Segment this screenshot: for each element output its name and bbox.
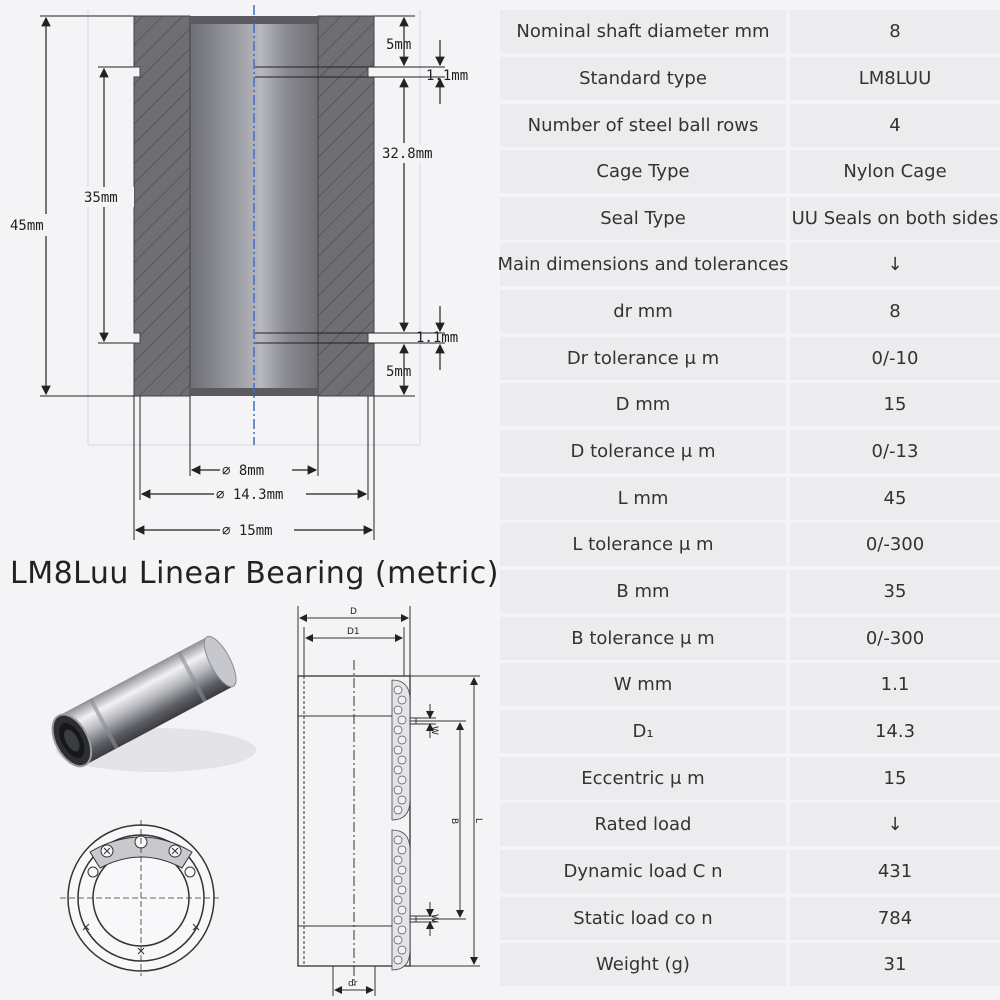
bearing-photo [51, 635, 256, 772]
spec-label: W mm [500, 663, 786, 706]
spec-label: Eccentric μ m [500, 757, 786, 800]
spec-value: 14.3 [790, 710, 1000, 753]
dim-phi-14.3: ⌀ 14.3mm [216, 487, 283, 503]
dim-phi-15: ⌀ 15mm [222, 523, 273, 539]
product-title: LM8Luu Linear Bearing (metric) [10, 556, 499, 591]
bearing-drawing: 45mm 35mm 5mm 1.1mm 32.8mm 1.1mm 5mm ⌀ 8… [8, 5, 483, 996]
spec-value: 784 [790, 897, 1000, 940]
spec-label: dr mm [500, 290, 786, 333]
label-B: B [449, 818, 459, 824]
spec-value: 0/-13 [790, 430, 1000, 473]
label-L: L [473, 818, 483, 823]
spec-value: UU Seals on both sides [790, 197, 1000, 240]
spec-label: Static load co n [500, 897, 786, 940]
label-D: D [350, 607, 357, 617]
dim-5-bottom: 5mm [386, 364, 411, 380]
label-dr: dr [348, 979, 358, 989]
spec-label: L tolerance μ m [500, 523, 786, 566]
spec-value: 31 [790, 943, 1000, 986]
spec-row: Weight (g)31 [500, 943, 1000, 986]
spec-value: 15 [790, 757, 1000, 800]
grid-frame [87, 10, 421, 446]
spec-value: 45 [790, 477, 1000, 520]
spec-label: Nominal shaft diameter mm [500, 10, 786, 53]
spec-value: 0/-10 [790, 337, 1000, 380]
dim-1.1-top: 1.1mm [426, 68, 468, 84]
spec-label: Rated load [500, 803, 786, 846]
spec-row: Rated load↓ [500, 803, 1000, 846]
dim-45: 45mm [10, 218, 44, 234]
bearing-section [133, 5, 375, 445]
spec-value: 1.1 [790, 663, 1000, 706]
dim-phi-8: ⌀ 8mm [222, 463, 264, 479]
ball-row [393, 685, 407, 965]
spec-label: D tolerance μ m [500, 430, 786, 473]
spec-label: D mm [500, 383, 786, 426]
spec-value: 0/-300 [790, 523, 1000, 566]
spec-value: 15 [790, 383, 1000, 426]
label-W-bottom: W [429, 914, 439, 923]
dim-35: 35mm [84, 190, 118, 206]
spec-value: 8 [790, 10, 1000, 53]
spec-value: 431 [790, 850, 1000, 893]
spec-label: Dynamic load C n [500, 850, 786, 893]
spec-value: ↓ [790, 803, 1000, 846]
bearing-end-view [60, 820, 222, 976]
spec-label: B mm [500, 570, 786, 613]
spec-label: Weight (g) [500, 943, 786, 986]
spec-label: Number of steel ball rows [500, 104, 786, 147]
technical-drawing [297, 606, 480, 996]
spec-row: Main dimensions and tolerances↓ [498, 243, 1000, 286]
spec-label: L mm [500, 477, 786, 520]
label-W-top: W [429, 726, 439, 735]
spec-value: Nylon Cage [790, 150, 1000, 193]
spec-value: ↓ [790, 243, 1000, 286]
spec-value: 0/-300 [790, 617, 1000, 660]
spec-value: 35 [790, 570, 1000, 613]
spec-label: Seal Type [500, 197, 786, 240]
spec-label: Standard type [500, 57, 786, 100]
spec-value: 8 [790, 290, 1000, 333]
spec-value: LM8LUU [790, 57, 1000, 100]
spec-label: Dr tolerance μ m [500, 337, 786, 380]
dim-5-top: 5mm [386, 37, 411, 53]
spec-label: B tolerance μ m [500, 617, 786, 660]
spec-label: Cage Type [500, 150, 786, 193]
spec-value: 4 [790, 104, 1000, 147]
spec-label: Main dimensions and tolerances [498, 243, 788, 286]
dim-1.1-bottom: 1.1mm [416, 330, 458, 346]
label-D1: D1 [347, 627, 360, 637]
dim-32.8: 32.8mm [382, 146, 433, 162]
spec-label: D₁ [500, 710, 786, 753]
